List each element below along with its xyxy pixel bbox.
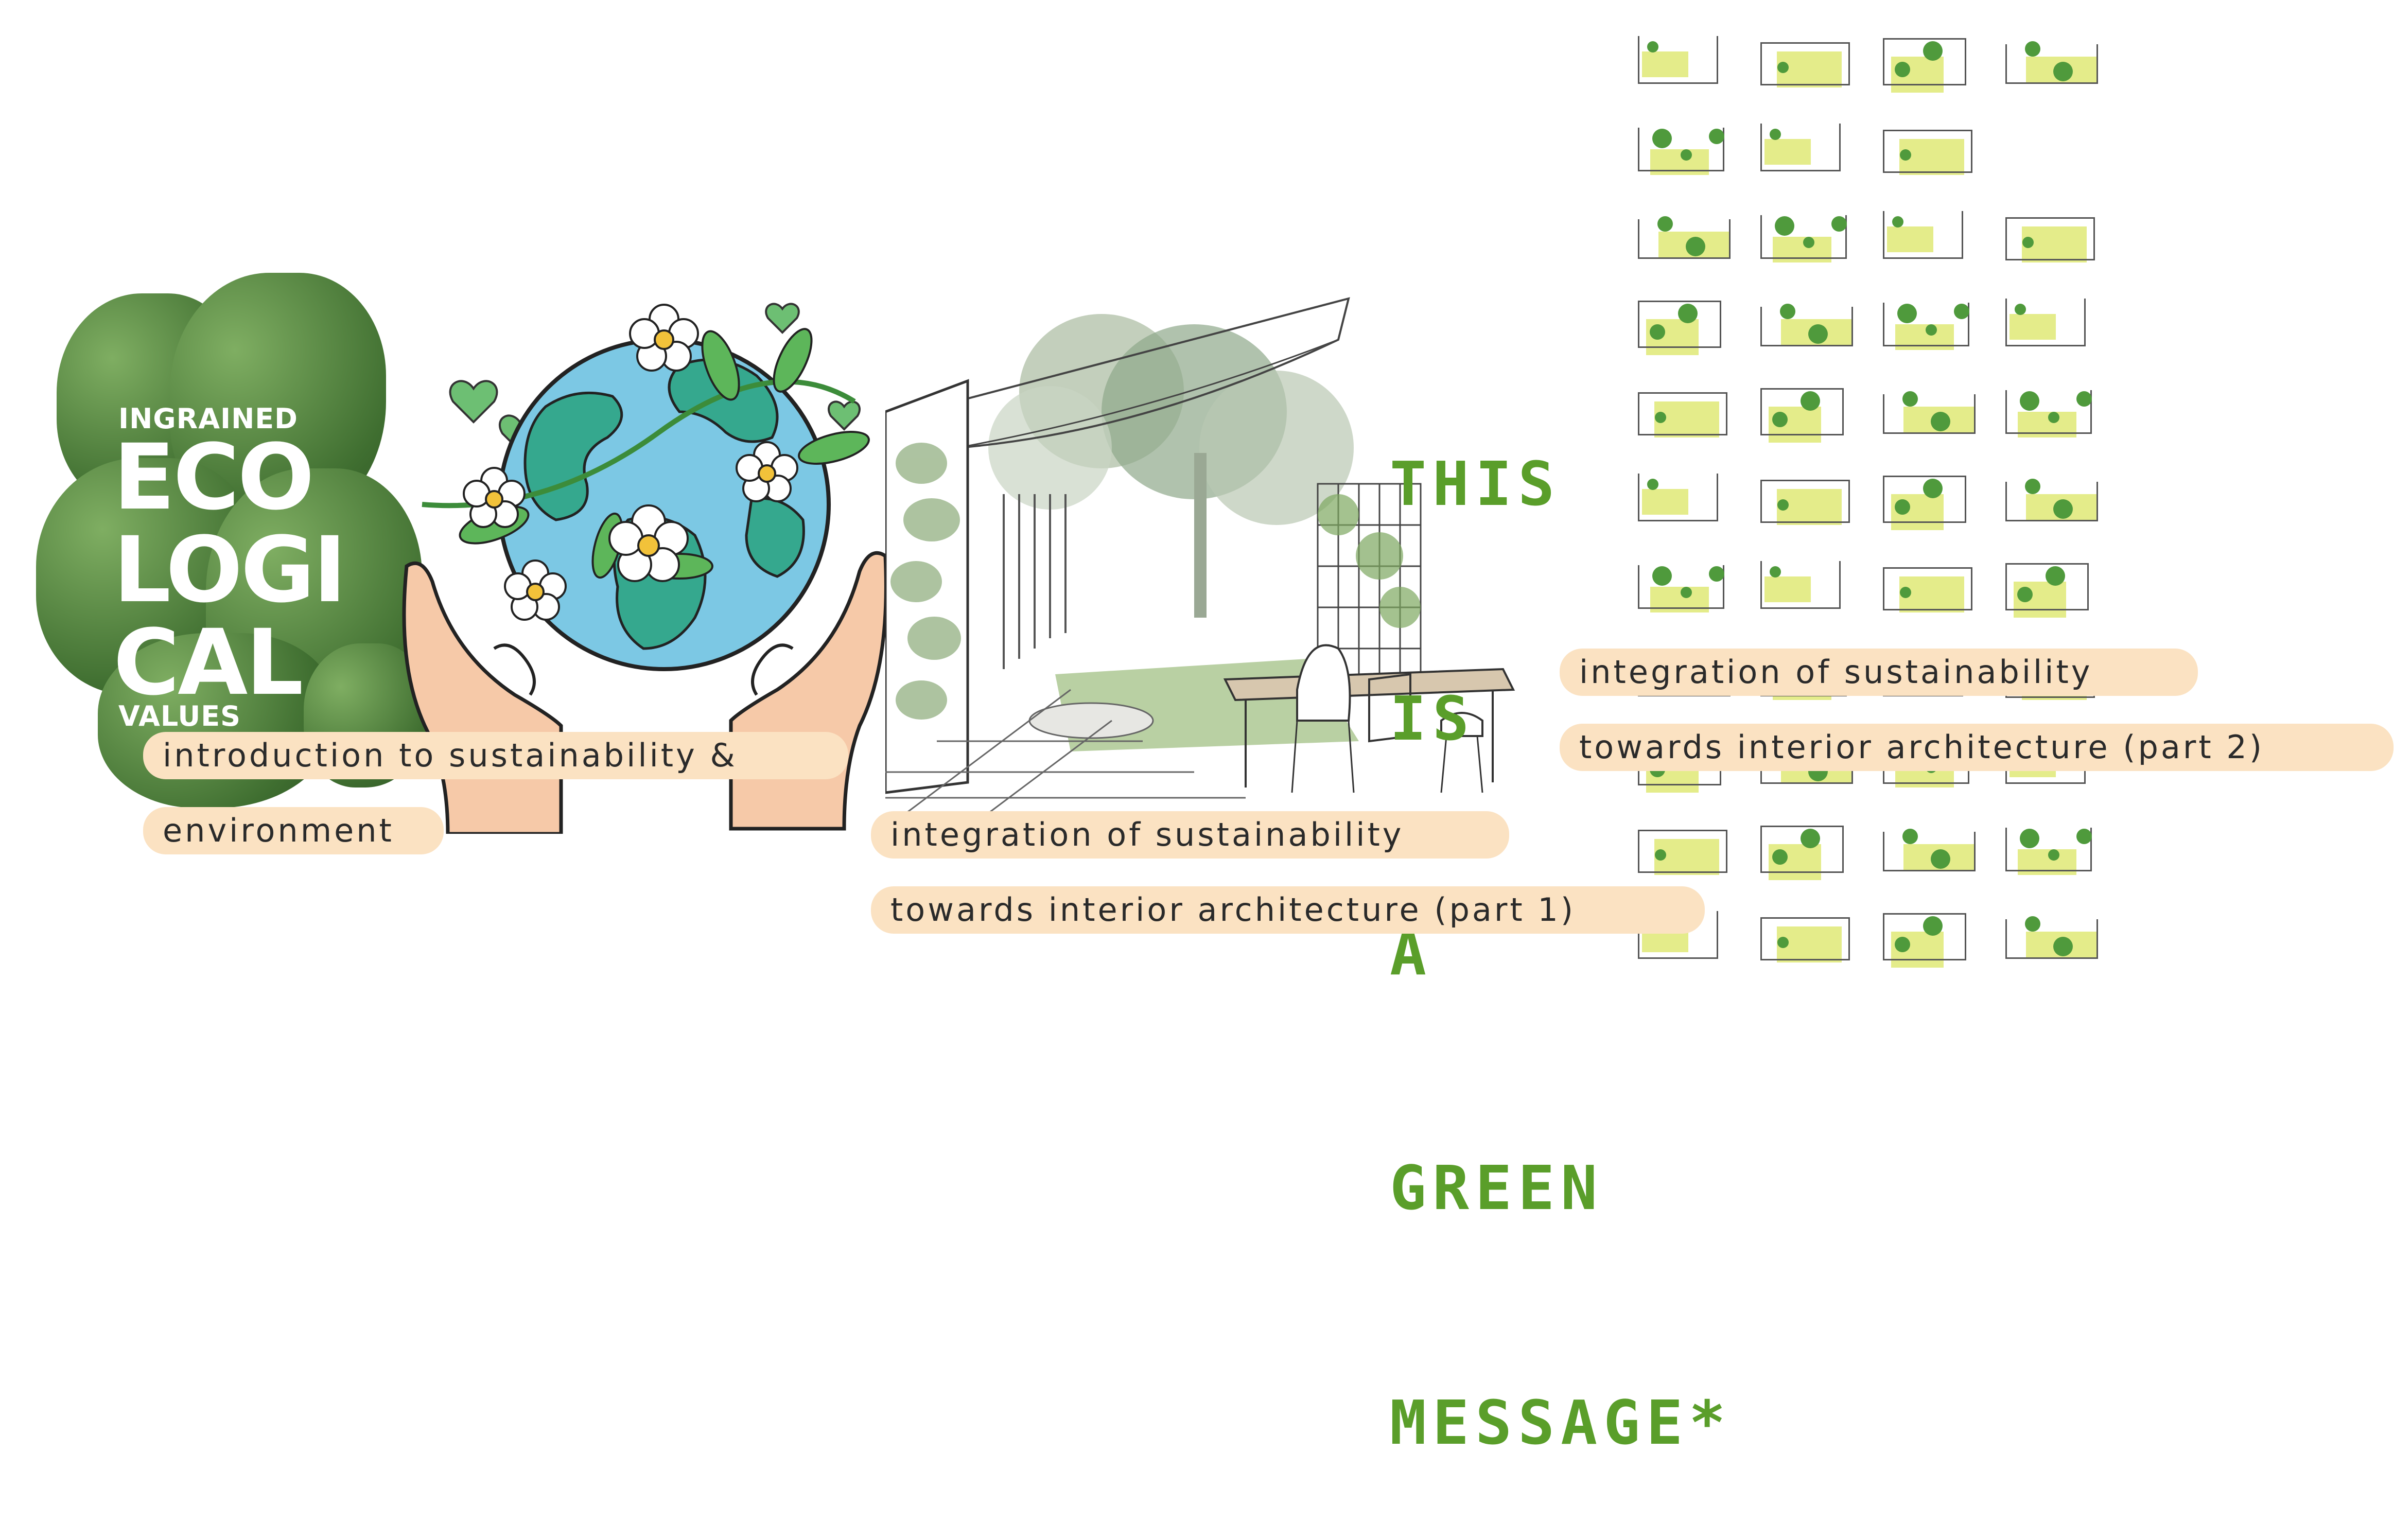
sketch-thumbnail (1632, 463, 1740, 538)
label-part1-line2: towards interior architecture (part 1) (871, 886, 1705, 934)
sketch-thumbnail (1877, 376, 1985, 450)
sketch-thumbnail (1999, 288, 2107, 363)
green-message-line: IS (1390, 683, 1476, 754)
sketch-thumbnail (1632, 26, 1740, 100)
sketch-thumbnail (1754, 463, 1862, 538)
eco-ingrained-text: INGRAINED (118, 402, 298, 435)
sketch-thumbnail (1632, 551, 1740, 625)
sketch-thumbnail (1877, 551, 1985, 625)
green-message-line: GREEN (1390, 1152, 1604, 1223)
sketch-thumbnail (1877, 463, 1985, 538)
sketch-thumbnail (1754, 813, 1862, 888)
sketch-thumbnail (1632, 201, 1740, 275)
label-part2-line2: towards interior architecture (part 2) (1560, 724, 2393, 771)
sketch-thumbnail (1877, 901, 1985, 975)
eco-word-part-1: ECO (113, 425, 314, 530)
sketch-thumbnail-grid (1632, 26, 2126, 968)
label-part1-line1: integration of sustainability (871, 811, 1509, 859)
label-intro-line2: environment (143, 807, 444, 854)
sketch-thumbnail (1754, 26, 1862, 100)
sketch-thumbnail (1999, 551, 2107, 625)
sketch-thumbnail (1999, 201, 2107, 275)
sketch-thumbnail (1999, 26, 2107, 100)
green-message-line: THIS (1390, 448, 1561, 519)
sketch-thumbnail (1999, 463, 2107, 538)
sketch-thumbnail (1632, 376, 1740, 450)
sketch-thumbnail (1877, 201, 1985, 275)
sketch-thumbnail (1877, 288, 1985, 363)
sketch-thumbnail (1632, 288, 1740, 363)
green-message-line: MESSAGE* (1390, 1387, 1732, 1458)
sketch-thumbnail (1754, 201, 1862, 275)
label-intro-line1: introduction to sustainability & (143, 732, 848, 779)
eco-word-part-3: CAL (113, 610, 304, 715)
sketch-thumbnail (1999, 813, 2107, 888)
sketch-thumbnail (1999, 376, 2107, 450)
sketch-thumbnail (1754, 901, 1862, 975)
sketch-thumbnail (1632, 113, 1740, 188)
sketch-thumbnail (1754, 376, 1862, 450)
sketch-thumbnail (1877, 26, 1985, 100)
courtyard-sketch (885, 297, 1515, 813)
label-part2-line1: integration of sustainability (1560, 649, 2198, 696)
eco-values-text: VALUES (118, 700, 241, 732)
sketch-thumbnail (1632, 813, 1740, 888)
sketch-thumbnail (1999, 901, 2107, 975)
sketch-thumbnail (1754, 551, 1862, 625)
sketch-thumbnail (1877, 113, 1985, 188)
eco-word-part-2: LOGI (113, 517, 346, 623)
sketch-thumbnail (1877, 813, 1985, 888)
sketch-thumbnail (1754, 288, 1862, 363)
sketch-thumbnail (1754, 113, 1862, 188)
